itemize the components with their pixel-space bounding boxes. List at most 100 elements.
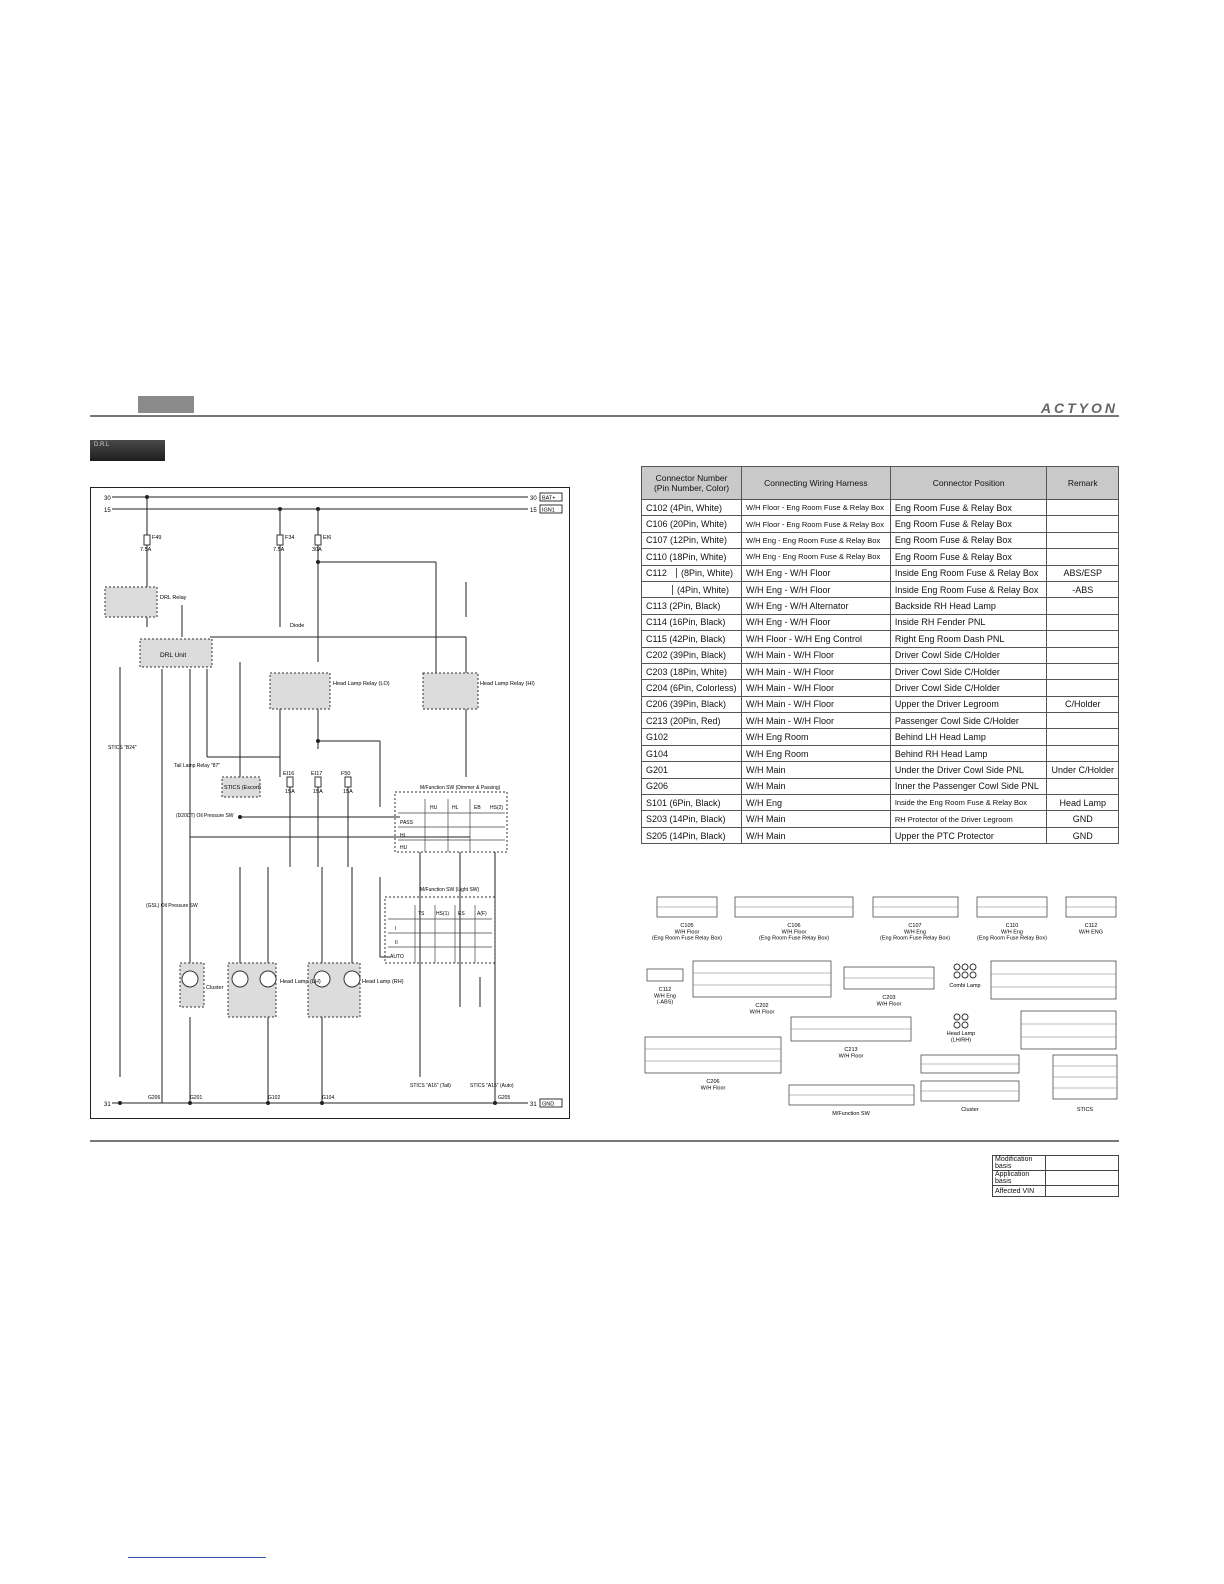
fuse-ei6: EI6 (323, 535, 331, 541)
table-row: C102 (4Pin, White)W/H Floor - Eng Room F… (641, 498, 1119, 517)
table-row: C113 (2Pin, Black)W/H Eng - W/H Alternat… (641, 597, 1119, 615)
ground-g102: G102 (268, 1095, 280, 1101)
cluster-label: Cluster (206, 985, 224, 991)
section-tab: D.R.L (90, 440, 165, 461)
fuse-ei6-rating: 30A (312, 547, 322, 553)
dimmer-col-hs2: HS(2) (490, 805, 503, 811)
table-row: C110 (18Pin, White)W/H Eng - Eng Room Fu… (641, 548, 1119, 566)
rail-15-left: 15 (104, 508, 111, 514)
fuse-f49: F49 (152, 535, 161, 541)
light-row-auto: AUTO (390, 954, 404, 960)
light-col-af: A(F) (477, 911, 487, 917)
fuse-f34: F34 (285, 535, 294, 541)
connector-table: Connector Number(Pin Number, Color) Conn… (641, 466, 1119, 845)
dimmer-row-pass: PASS (400, 820, 414, 826)
fuse-f49-rating: 7.5A (140, 547, 152, 553)
light-col-es: ES (458, 911, 465, 917)
footer-rule (90, 1140, 1119, 1142)
footer-link-underline (128, 1557, 266, 1558)
fuse-ei16-rating: 15A (285, 789, 295, 795)
table-row: C107 (12Pin, White)W/H Eng - Eng Room Fu… (641, 531, 1119, 550)
drl-relay-label: DRL Relay (160, 595, 187, 601)
table-row: C115 (42Pin, Black)W/H Floor - W/H Eng C… (641, 630, 1119, 648)
light-row-1: I (395, 926, 396, 932)
tail-lamp-relay-label: Tail Lamp Relay "87" (174, 763, 220, 769)
mfs-light-label: M/Function SW (Light SW) (420, 887, 480, 893)
head-lamp-relay-hi-label: Head Lamp Relay (HI) (480, 681, 535, 687)
head-lamp-pinout-label: Head Lamp(LH/RH) (947, 1031, 975, 1043)
dimmer-col-eb: EB (474, 805, 481, 811)
ground-g206-left: G206 (148, 1095, 160, 1101)
stics-b24-label: STICS "B24" (108, 745, 137, 751)
head-lamp-lh-label: Head Lamp (LH) (280, 979, 321, 985)
header-remark: Remark (1046, 466, 1119, 500)
mfs-pinout-label: M/Function SW (832, 1111, 870, 1117)
rail-30-right: 30 (530, 496, 537, 502)
fuse-ei17: EI17 (311, 771, 322, 777)
drl-unit-label: DRL Unit (160, 652, 186, 659)
header-connector-number: Connector Number(Pin Number, Color) (641, 466, 742, 500)
rail-31-left: 31 (104, 1102, 111, 1108)
stics-pinout-label: STICS (1077, 1107, 1094, 1113)
rail-gnd-label: GND (542, 1102, 554, 1108)
table-row: Affected VIN (992, 1185, 1119, 1197)
light-row-2: II (395, 940, 398, 946)
light-col-hs1: HS(1) (436, 911, 449, 917)
mfs-dimmer-label: M/Function SW (Dimmer & Passing) (420, 785, 501, 791)
wiring-diagram: 30 15 31 30 15 31 BAT+ IGN1 GND F49 7.5A… (90, 487, 570, 1119)
header-position: Connector Position (889, 466, 1048, 500)
header-rule (90, 415, 1119, 417)
ground-g201: G201 (190, 1095, 202, 1101)
fuse-f34-rating: 7.5A (273, 547, 285, 553)
rail-15-right: 15 (530, 508, 537, 514)
modification-table: Modification basis Application basis Aff… (992, 1155, 1119, 1197)
rail-30-left: 30 (104, 496, 111, 502)
ground-g104: G104 (322, 1095, 334, 1101)
rail-31-right: 31 (530, 1102, 537, 1108)
head-lamp-rh-label: Head Lamp (RH) (362, 979, 404, 985)
dimmer-col-hu: HU (430, 805, 438, 811)
fuse-f50-rating: 15A (343, 789, 353, 795)
brand-logo: ACTYON (1040, 400, 1118, 416)
diode-label: Diode (290, 623, 304, 629)
stics-a15-label: STICS "A15" (Auto) (470, 1083, 514, 1089)
dimmer-col-hl: HL (452, 805, 459, 811)
header-tab (138, 396, 194, 413)
light-col-ts: TS (418, 911, 425, 917)
rail-bat-label: BAT+ (542, 496, 556, 502)
dimmer-row-hl: HL (400, 833, 407, 839)
table-row: C106 (20Pin, White)W/H Floor - Eng Room … (641, 515, 1119, 533)
table-row: C204 (6Pin, Colorless)W/H Main - W/H Flo… (641, 679, 1119, 697)
rail-ign1-label: IGN1 (542, 508, 555, 514)
table-row: Modification basis (992, 1155, 1119, 1171)
table-row: Application basis (992, 1170, 1119, 1186)
stics-a16-label: STICS "A16" (Tail) (410, 1083, 451, 1089)
fuse-f50: F50 (341, 771, 350, 777)
oil-pressure-d20dt-label: (D20DT) Oil Pressure SW (176, 813, 234, 819)
oil-pressure-gsl-label: (GSL) Oil Pressure SW (146, 903, 198, 909)
fuse-ei16: EI16 (283, 771, 294, 777)
combi-lamp-label: Combi Lamp (949, 983, 980, 989)
